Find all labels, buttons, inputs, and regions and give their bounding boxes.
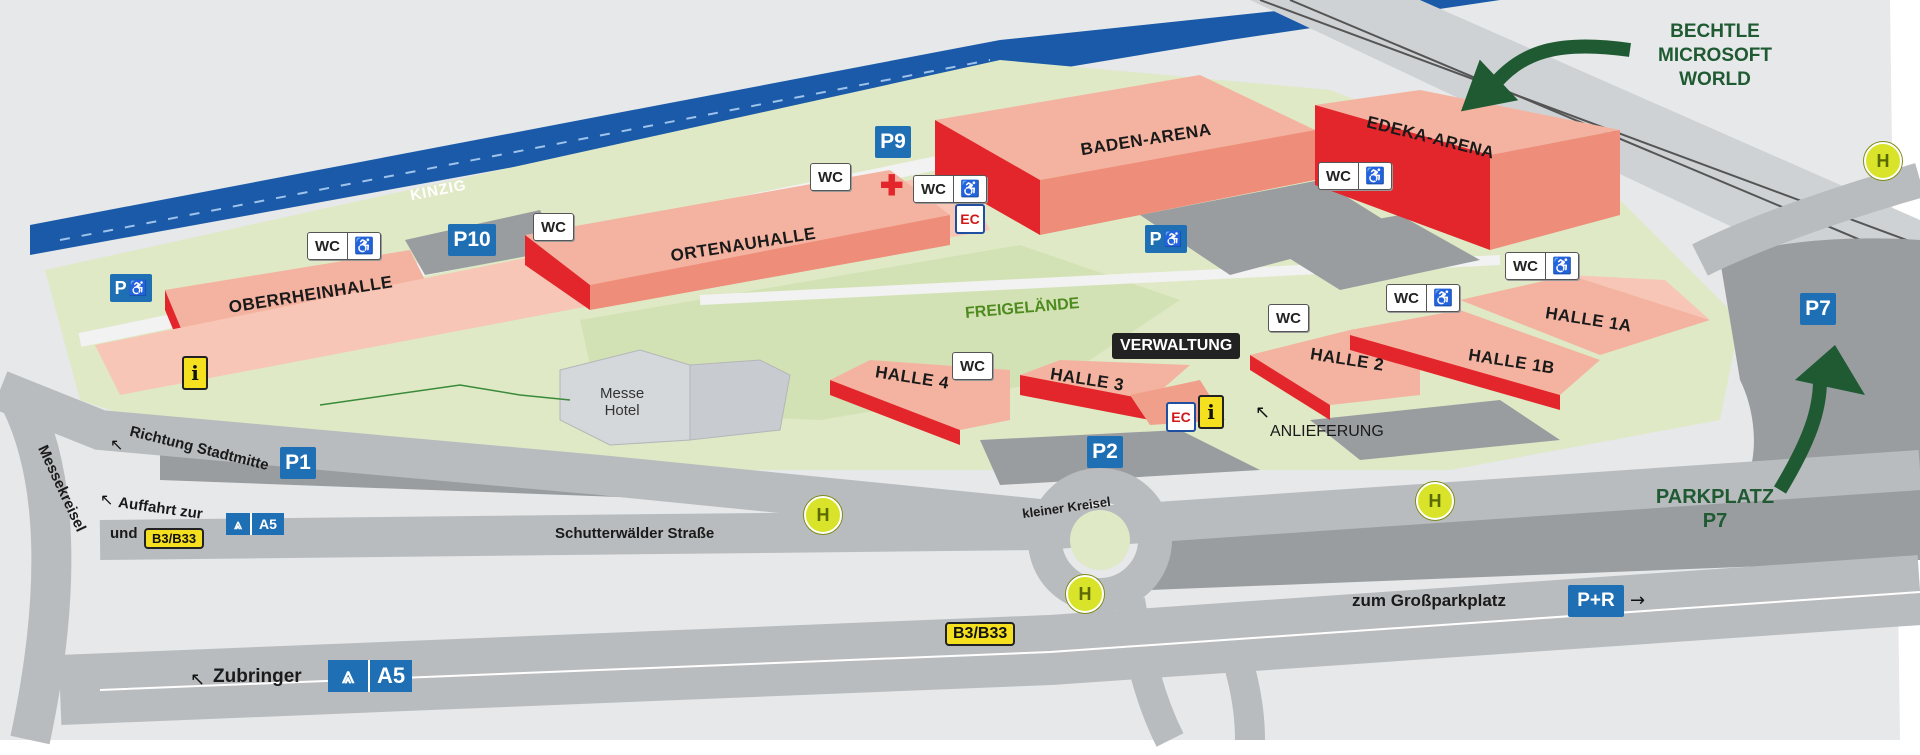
road-label-schutterwaelder: Schutterwälder Straße (555, 525, 715, 542)
callout-parkplatz-line-1: PARKPLATZ (1655, 486, 1775, 508)
road-messekreisel (1, 391, 72, 745)
wc-label: WC (921, 180, 946, 198)
wheelchair-icon: ♿ (1426, 285, 1459, 311)
parking-p10[interactable]: P10 (448, 224, 496, 256)
road-sign-a5-small: ⩓A5 (226, 513, 284, 535)
messe-hotel-label: Messe Hotel (600, 385, 645, 419)
wheelchair-icon: ♿ (128, 280, 148, 297)
wc-label: WC (818, 168, 843, 186)
parking-disabled-1-label: P (114, 277, 127, 298)
parking-disabled-1[interactable]: P♿ (110, 274, 152, 302)
hall-baden-arena-roof (935, 75, 1315, 180)
bus-stop-icon[interactable]: H (1864, 142, 1902, 180)
road-badge-b3-b33: B3/B33 (945, 622, 1016, 646)
wc-badge-halle-2[interactable]: WC (1268, 304, 1309, 332)
callout-bechtle-line-1: BECHTLE (1670, 21, 1760, 42)
hall-3-roof (1020, 360, 1190, 400)
wheelchair-icon: ♿ (1545, 253, 1578, 279)
wc-label: WC (315, 237, 340, 255)
svg-text:↖: ↖ (190, 669, 205, 690)
wc-label: WC (1326, 167, 1351, 185)
info-icon[interactable]: i (182, 356, 208, 390)
wc-badge-baden-arena[interactable]: WC ♿ (913, 175, 987, 203)
verwaltung-label: VERWALTUNG (1112, 333, 1241, 359)
wc-badge-halle-4[interactable]: WC (952, 352, 993, 380)
wc-badge-halle-1a[interactable]: WC ♿ (1505, 252, 1579, 280)
ec-atm-icon[interactable]: EC (955, 204, 985, 234)
info-icon[interactable]: i (1198, 395, 1224, 429)
parking-disabled-2-label: P (1149, 228, 1162, 249)
ec-atm-icon[interactable]: EC (1166, 402, 1196, 432)
wc-label: WC (1513, 257, 1538, 275)
hall-edeka-arena-roof (1315, 90, 1620, 155)
svg-text:↖: ↖ (100, 490, 113, 509)
svg-text:↖: ↖ (1255, 402, 1270, 423)
wc-label: WC (1276, 309, 1301, 327)
road-label-zum-grossparkplatz: zum Großparkplatz (1352, 591, 1506, 610)
wheelchair-icon: ♿ (347, 233, 380, 259)
road-label-zubringer: Zubringer (213, 666, 302, 687)
parking-p-plus-r[interactable]: P+R (1568, 585, 1624, 617)
wc-badge-ortenauhalle[interactable]: WC (533, 213, 574, 241)
bus-stop-icon[interactable]: H (804, 496, 842, 534)
wc-badge-p9[interactable]: WC (810, 163, 851, 191)
road-badge-b3-b33-small: B3/B33 (144, 528, 205, 549)
callout-parkplatz-line-2: P7 (1702, 510, 1728, 532)
svg-text:↖: ↖ (110, 435, 123, 454)
wc-badge-halle-1b[interactable]: WC ♿ (1386, 284, 1460, 312)
hall-ortenauhalle-roof (525, 170, 950, 285)
parkplatz-arrow (1773, 379, 1827, 494)
callout-parkplatz-p7: PARKPLATZ P7 (1620, 485, 1810, 533)
wc-label: WC (1394, 289, 1419, 307)
parking-p2[interactable]: P2 (1087, 436, 1123, 468)
parking-p9[interactable]: P9 (875, 126, 911, 158)
bus-stop-icon[interactable]: H (1416, 482, 1454, 520)
wc-label: WC (960, 357, 985, 375)
wheelchair-icon: ♿ (1163, 231, 1183, 248)
wheelchair-icon: ♿ (1358, 163, 1391, 189)
road-label-und: und (110, 525, 138, 542)
parking-lot-center (1260, 215, 1480, 290)
svg-text:→: → (1630, 590, 1645, 611)
wc-badge-oberrheinhalle[interactable]: WC ♿ (307, 232, 381, 260)
wc-badge-edeka-arena[interactable]: WC ♿ (1318, 162, 1392, 190)
road-sign-a5: ⩓A5 (328, 660, 413, 692)
parking-p1[interactable]: P1 (280, 447, 316, 479)
wc-label: WC (541, 218, 566, 236)
anlieferung-label: ANLIEFERUNG (1270, 423, 1384, 440)
wheelchair-icon: ♿ (953, 176, 986, 202)
callout-bechtle-line-3: WORLD (1679, 69, 1751, 90)
callout-bechtle-microsoft-world: BECHTLE MICROSOFT WORLD (1640, 20, 1790, 92)
motorway-icon: ⩓ (328, 660, 370, 692)
motorway-icon: ⩓ (226, 513, 252, 535)
bus-stop-icon[interactable]: H (1066, 575, 1104, 613)
parking-lot-anlieferung (1310, 400, 1560, 460)
parking-lot-p9 (1140, 180, 1400, 275)
parking-p7[interactable]: P7 (1800, 293, 1836, 325)
hall-1a-roof (1460, 275, 1710, 355)
first-aid-icon: ✚ (880, 170, 904, 201)
parking-disabled-2[interactable]: P♿ (1145, 225, 1187, 253)
bechtle-arrow (1484, 39, 1631, 95)
hall-1b-roof (1350, 310, 1600, 395)
callout-bechtle-line-2: MICROSOFT (1658, 45, 1772, 66)
